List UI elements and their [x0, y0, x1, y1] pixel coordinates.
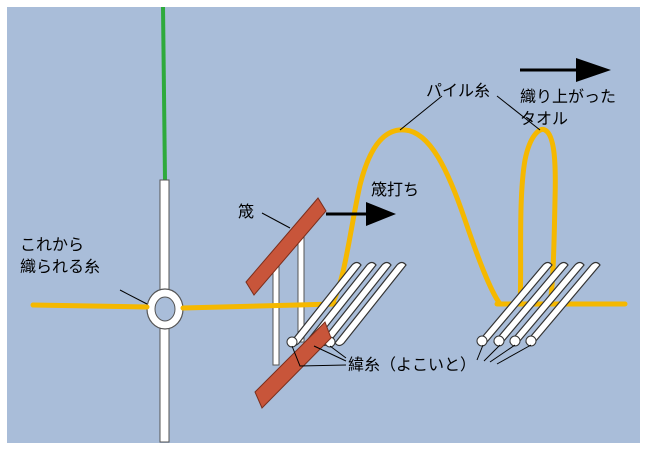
reed-beam-bottom [254, 321, 332, 409]
warp-thread-green [161, 7, 167, 181]
pile-loop-small [517, 126, 558, 307]
beating-arrow [326, 202, 396, 226]
label-beating: 筬打ち [371, 180, 419, 199]
leader-weft-2 [313, 345, 347, 362]
label-reed: 筬 [238, 202, 254, 221]
diagram-frame: これから 織られる糸 筬 筬打ち パイル糸 織り上がった タオル 緯糸（よこいと… [7, 7, 640, 443]
leader-pile-2 [496, 95, 541, 131]
leader-weft-5 [483, 344, 501, 362]
weft-rod [334, 261, 407, 347]
reed-beam-top [245, 197, 327, 296]
incoming-yarn [30, 302, 150, 310]
label-incoming-yarn-1: これから [20, 235, 84, 254]
towel-arrow [520, 58, 611, 82]
heddle-eye-hole [154, 296, 176, 322]
label-pile-yarn: パイル糸 [426, 81, 490, 100]
leader-weft-7 [496, 344, 532, 365]
label-incoming-yarn-2: 織られる糸 [20, 257, 100, 276]
label-weft: 緯糸（よこいと） [348, 355, 476, 374]
leader-weft-6 [489, 344, 516, 363]
leader-reed [261, 212, 291, 229]
leader-incoming [119, 289, 148, 305]
leader-weft-1 [291, 345, 347, 367]
leader-weft-3 [329, 345, 347, 359]
label-woven-towel-1: 織り上がった [520, 87, 616, 106]
weft-group-right [476, 261, 601, 347]
pile-loop-large [329, 127, 503, 307]
reed-post-right [297, 231, 305, 343]
yarn-through-heddle [180, 301, 338, 311]
leader-pile-1 [399, 95, 443, 131]
leader-weft-4 [476, 344, 484, 361]
towel-weaving-diagram: これから 織られる糸 筬 筬打ち パイル糸 織り上がった タオル 緯糸（よこいと… [20, 7, 628, 443]
label-woven-towel-2: タオル [520, 109, 568, 128]
